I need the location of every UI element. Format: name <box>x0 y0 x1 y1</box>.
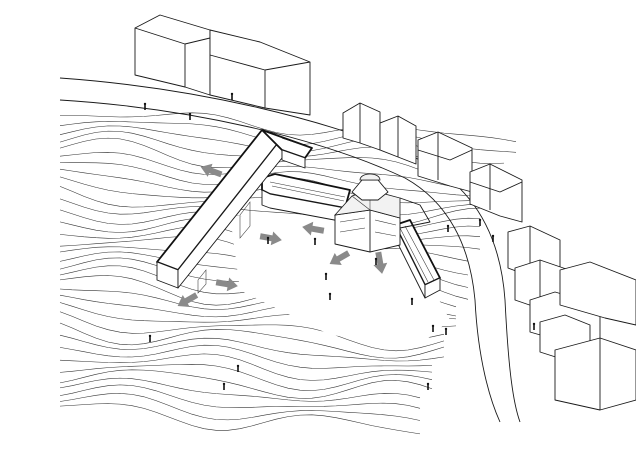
historic-domed-building <box>333 173 431 253</box>
background-blocks <box>134 14 311 116</box>
contour-line <box>59 384 421 409</box>
townhouses <box>342 102 636 411</box>
covered-walkway <box>261 173 351 223</box>
circulation-arrows <box>177 163 388 308</box>
person-figure <box>188 112 192 120</box>
person-figure <box>148 334 152 342</box>
contour-line <box>59 364 433 391</box>
flow-arrow <box>259 231 282 246</box>
person-figure <box>478 218 482 226</box>
flow-arrow <box>373 251 388 274</box>
contour-line <box>59 162 493 197</box>
contour-line <box>59 334 445 362</box>
person-figure <box>266 236 270 244</box>
person-figure <box>222 382 226 390</box>
person-figure <box>324 272 328 280</box>
person-figure <box>230 92 234 100</box>
contour-line <box>59 344 433 369</box>
contour-line <box>59 353 433 381</box>
person-figure <box>446 224 450 232</box>
contour-line <box>59 403 421 435</box>
contour-line <box>59 393 421 421</box>
contour-line <box>59 152 505 190</box>
contour-line <box>59 369 433 399</box>
person-figure <box>491 234 495 242</box>
flow-arrow <box>177 292 199 308</box>
contour-line <box>59 377 421 402</box>
people <box>143 92 536 390</box>
flow-arrow <box>329 250 351 266</box>
person-figure <box>426 382 430 390</box>
person-figure <box>431 324 435 332</box>
person-figure <box>236 364 240 372</box>
person-figure <box>143 102 147 110</box>
contour-line <box>59 322 445 359</box>
person-figure <box>532 322 536 330</box>
flow-arrow <box>302 221 325 236</box>
new-building <box>156 129 313 294</box>
ramp-wing <box>394 219 441 299</box>
person-figure <box>410 297 414 305</box>
person-figure <box>328 292 332 300</box>
plaza-area <box>230 215 450 345</box>
flow-arrow <box>200 163 223 178</box>
flow-arrow <box>215 277 238 292</box>
contour-line <box>59 311 445 352</box>
person-figure <box>374 257 378 265</box>
person-figure <box>313 237 317 245</box>
person-figure <box>444 327 448 335</box>
